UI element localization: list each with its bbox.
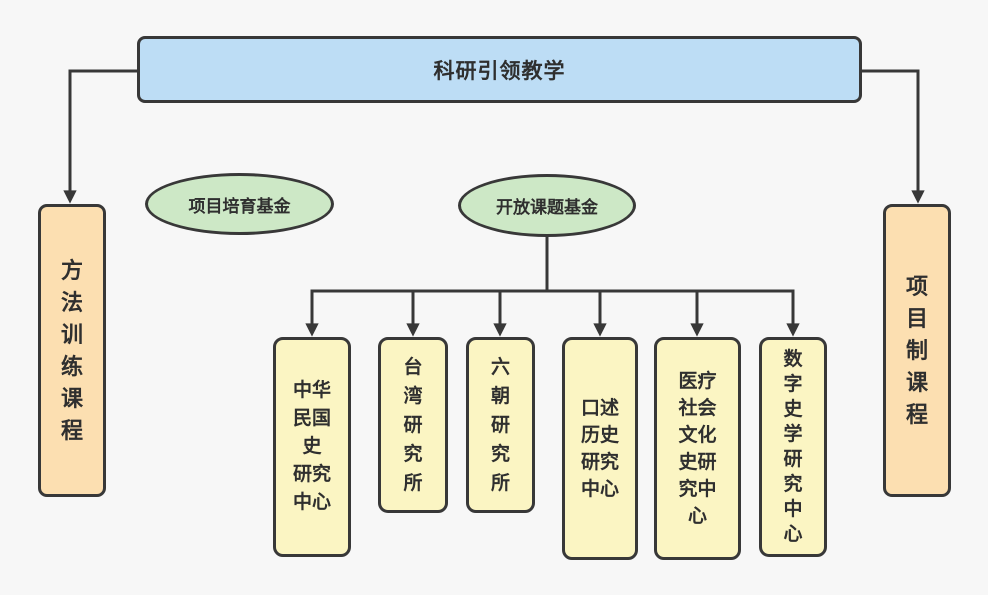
node-digital-history-center[interactable]: 数 字 史 学 研 究 中 心	[759, 337, 827, 557]
node-method-training-course[interactable]: 方 法 训 练 课 程	[38, 204, 106, 497]
node-six-dynasties-institute[interactable]: 六 朝 研 究 所	[466, 337, 535, 513]
node-label: 医疗 社会 文化 史研 究中 心	[678, 370, 717, 527]
node-oral-history-center[interactable]: 口述 历史 研究 中心	[562, 337, 638, 560]
node-label: 项 目 制 课 程	[905, 273, 928, 427]
node-research-leads-teaching[interactable]: 科研引领教学	[137, 36, 862, 103]
node-label: 开放课题基金	[496, 198, 598, 217]
connector-root-to-left-course	[63, 69, 137, 204]
node-project-cultivation-fund[interactable]: 项目培育基金	[145, 173, 334, 235]
node-label: 六 朝 研 究 所	[490, 356, 510, 494]
node-label: 方 法 训 练 课 程	[60, 257, 83, 443]
node-roc-history-center[interactable]: 中华 民国 史 研究 中心	[273, 337, 351, 557]
node-taiwan-institute[interactable]: 台 湾 研 究 所	[378, 337, 448, 513]
node-label: 科研引领教学	[433, 59, 566, 83]
node-label: 中华 民国 史 研究 中心	[292, 380, 331, 513]
connector-root-to-right-course	[862, 69, 925, 204]
node-medical-social-culture-history-center[interactable]: 医疗 社会 文化 史研 究中 心	[654, 337, 741, 560]
node-open-topic-fund[interactable]: 开放课题基金	[458, 174, 636, 237]
node-label: 台 湾 研 究 所	[403, 356, 423, 494]
node-label: 口述 历史 研究 中心	[580, 397, 619, 500]
node-label: 项目培育基金	[188, 196, 291, 216]
node-label: 数 字 史 学 研 究 中 心	[783, 349, 803, 545]
node-project-based-course[interactable]: 项 目 制 课 程	[883, 204, 951, 497]
